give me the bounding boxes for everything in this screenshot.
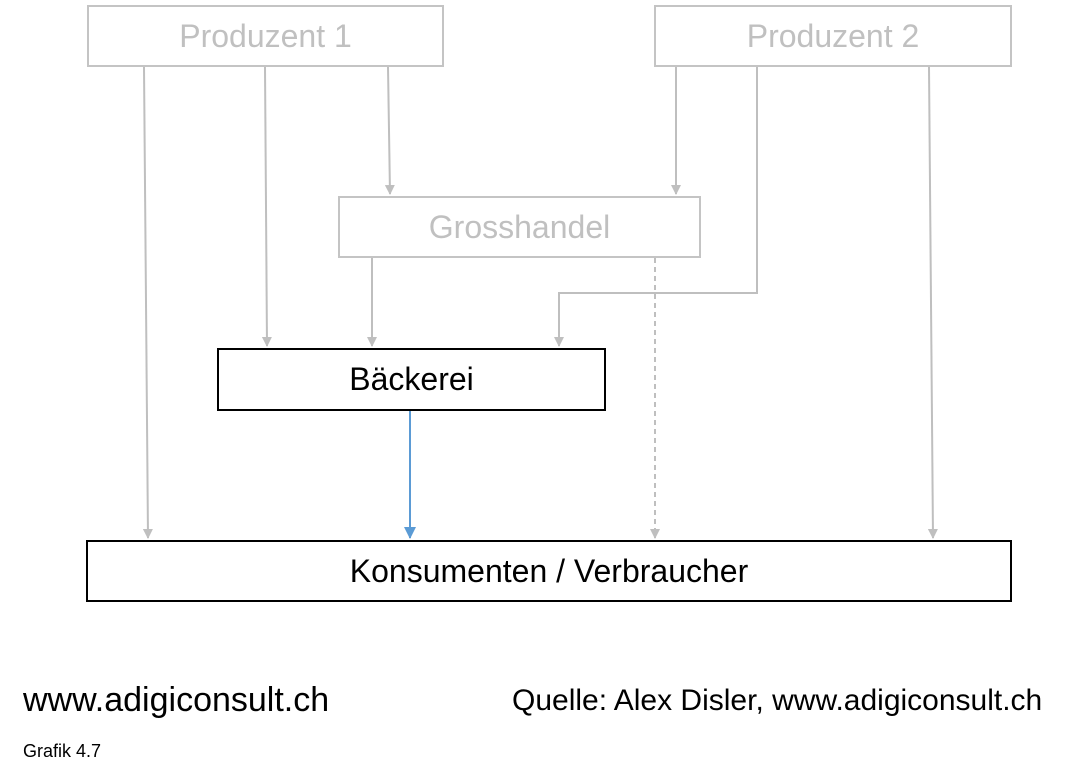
arrow-producer2-to-bakery	[554, 67, 758, 347]
consumers-label: Konsumenten / Verbraucher	[349, 552, 749, 589]
website-text: www.adigiconsult.ch	[23, 681, 330, 719]
arrow-producer1-to-bakery	[261, 66, 272, 347]
producer2-box: Produzent 2	[654, 5, 1012, 67]
producer2-label: Produzent 2	[746, 17, 920, 54]
producer1-box: Produzent 1	[87, 5, 444, 67]
arrow-producer1-to-consumers	[142, 66, 153, 539]
arrow-producer2-to-consumers	[927, 66, 938, 539]
consumers-box: Konsumenten / Verbraucher	[86, 540, 1012, 602]
bakery-box: Bäckerei	[217, 348, 606, 411]
producer1-label: Produzent 1	[179, 17, 352, 54]
figure-label: Grafik 4.7	[23, 741, 102, 761]
wholesale-box: Grosshandel	[338, 196, 701, 258]
wholesale-label: Grosshandel	[428, 208, 611, 245]
bakery-label: Bäckerei	[349, 361, 474, 397]
source-credit: Quelle: Alex Disler, www.adigiconsult.ch	[512, 684, 1043, 717]
arrow-producer1-to-wholesale	[384, 66, 395, 195]
